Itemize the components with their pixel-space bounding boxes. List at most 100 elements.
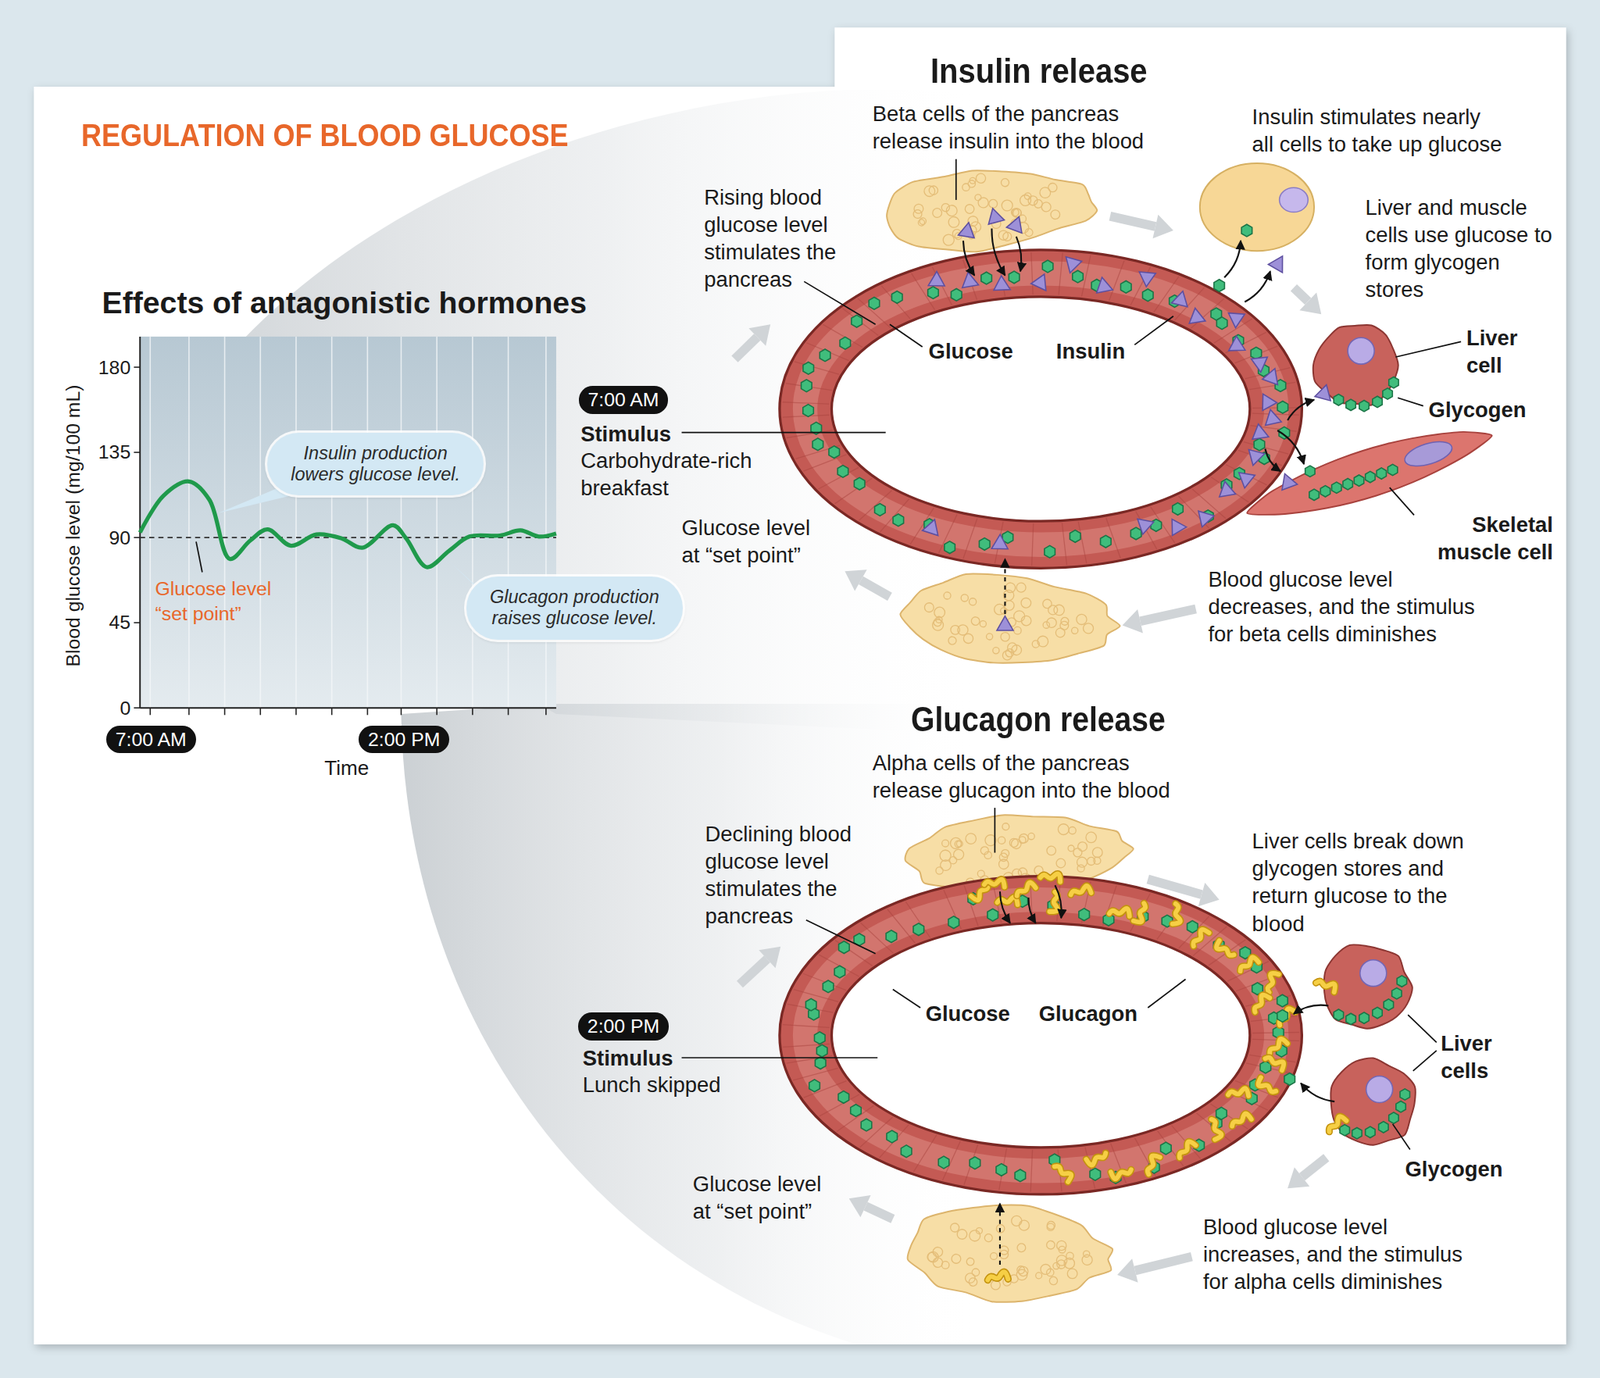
insulin-cycle bbox=[839, 336, 851, 350]
glucagon-cycle bbox=[904, 1197, 1116, 1311]
glucagon-cycle bbox=[1275, 1006, 1297, 1025]
glucagon-cycle bbox=[1315, 975, 1338, 993]
insulin-cycle bbox=[1236, 472, 1256, 490]
insulin-cycle bbox=[1100, 535, 1112, 548]
insulin-cycle bbox=[1397, 397, 1424, 406]
glucagon-cycle bbox=[1070, 885, 1092, 896]
insulin-cycle bbox=[1140, 609, 1197, 622]
glucagon-cycle bbox=[1057, 823, 1069, 835]
part-label: Skeletal muscle cell bbox=[1410, 510, 1554, 566]
glucagon-cycle bbox=[1130, 892, 1150, 932]
glucagon-cycle bbox=[970, 884, 993, 903]
glucagon-cycle bbox=[904, 1197, 1116, 1311]
insulin-cycle bbox=[1299, 292, 1322, 315]
glucagon-cycle bbox=[1352, 1127, 1362, 1139]
glucose-chart bbox=[507, 336, 510, 708]
insulin-cycle bbox=[1000, 607, 1008, 615]
glucagon-cycle bbox=[682, 1057, 879, 1059]
glucagon-cycle bbox=[822, 980, 834, 993]
glucagon-cycle bbox=[968, 1278, 978, 1287]
insulin-cycle bbox=[1387, 464, 1397, 475]
glucagon-cycle bbox=[1188, 927, 1210, 947]
insulin-cycle bbox=[782, 402, 830, 404]
glucagon-cycle bbox=[1018, 836, 1026, 844]
chart-heading: Effects of antagonistic hormones bbox=[102, 283, 587, 323]
glucagon-cycle bbox=[1171, 903, 1184, 926]
insulin-cycle bbox=[1402, 436, 1456, 471]
insulin-cycle bbox=[1044, 545, 1056, 558]
insulin-cycle bbox=[1069, 530, 1081, 543]
glucose-chart bbox=[295, 336, 297, 708]
insulin-cycle bbox=[924, 602, 934, 612]
glucose-chart bbox=[133, 451, 140, 454]
time-text: 2:00 PM bbox=[587, 1015, 660, 1037]
insulin-cycle bbox=[1216, 317, 1228, 330]
insulin-cycle bbox=[837, 465, 849, 479]
glucagon-cycle bbox=[865, 1206, 893, 1219]
glucagon-cycle bbox=[1389, 1112, 1399, 1124]
callout-bubble: Glucagon production raises glucose level… bbox=[466, 576, 683, 640]
insulin-cycle bbox=[1142, 289, 1154, 302]
glucagon-cycle bbox=[1302, 1157, 1327, 1178]
glucagon-cycle bbox=[1082, 1254, 1093, 1266]
insulin-cycle bbox=[1076, 614, 1088, 625]
insulin-cycle bbox=[991, 534, 1008, 550]
insulin-cycle bbox=[1389, 487, 1415, 515]
insulin-cycle bbox=[985, 633, 993, 641]
part-label: Glucose bbox=[928, 337, 1014, 365]
insulin-cycle bbox=[1010, 644, 1022, 655]
glucagon-cycle bbox=[1010, 1215, 1022, 1227]
glucagon-cycle bbox=[1089, 1167, 1101, 1181]
step-note: Liver and muscle cells use glucose to fo… bbox=[1365, 193, 1555, 304]
glucagon-cycle bbox=[1396, 975, 1407, 987]
insulin-cycle bbox=[897, 569, 1122, 669]
glucose-chart bbox=[133, 366, 140, 368]
glucagon-cycle bbox=[1228, 1086, 1250, 1097]
glucagon-cycle bbox=[1109, 905, 1132, 918]
part-label: Glucagon bbox=[1039, 1000, 1138, 1028]
insulin-cycle bbox=[1396, 341, 1462, 358]
glucose-chart bbox=[149, 336, 151, 708]
glucagon-cycle bbox=[964, 885, 979, 927]
glucagon-cycle bbox=[1264, 1052, 1286, 1072]
insulin-cycle bbox=[1005, 582, 1016, 593]
glucagon-cycle bbox=[835, 940, 873, 967]
insulin-cycle bbox=[1305, 465, 1315, 477]
stimulus-text: Lunch skipped bbox=[582, 1071, 722, 1099]
glucagon-cycle bbox=[971, 1268, 980, 1277]
time-text: 7:00 AM bbox=[115, 728, 187, 750]
insulin-cycle bbox=[1031, 274, 1054, 296]
insulin-cycle bbox=[1058, 253, 1063, 296]
insulin-cycle bbox=[875, 503, 886, 517]
insulin-cycle bbox=[1389, 376, 1399, 388]
insulin-cycle bbox=[985, 206, 1005, 225]
insulin-cycle bbox=[1332, 482, 1342, 493]
insulin-cycle bbox=[1198, 507, 1217, 527]
insulin-cycle bbox=[1134, 316, 1174, 346]
insulin-cycle bbox=[748, 324, 771, 347]
glucagon-cycle bbox=[1058, 1246, 1066, 1254]
insulin-cycle bbox=[978, 197, 990, 209]
glucagon-cycle bbox=[1378, 1121, 1389, 1133]
glucagon-cycle bbox=[1383, 999, 1393, 1011]
insulin-cycle bbox=[1061, 522, 1067, 565]
glucagon-cycle bbox=[935, 867, 944, 875]
glucagon-cycle bbox=[1067, 1268, 1079, 1280]
glucagon-cycle bbox=[1103, 885, 1118, 926]
glucagon-cycle bbox=[860, 1118, 872, 1132]
glucose-chart bbox=[331, 336, 333, 708]
glucagon-cycle bbox=[1085, 832, 1097, 843]
insulin-cycle bbox=[1072, 270, 1084, 283]
set-point-label: Glucose level “set point” bbox=[155, 576, 299, 627]
insulin-cycle bbox=[803, 361, 815, 375]
insulin-cycle bbox=[1227, 313, 1245, 329]
glucose-chart bbox=[149, 707, 151, 715]
time-badge: 2:00 PM bbox=[358, 725, 450, 754]
glucagon-cycle bbox=[1237, 955, 1260, 972]
glucose-chart bbox=[471, 336, 474, 708]
glucagon-cycle bbox=[1396, 1101, 1406, 1113]
glucose-chart bbox=[435, 707, 438, 715]
glucagon-cycle bbox=[999, 1246, 1009, 1256]
glucose-chart bbox=[400, 336, 403, 708]
